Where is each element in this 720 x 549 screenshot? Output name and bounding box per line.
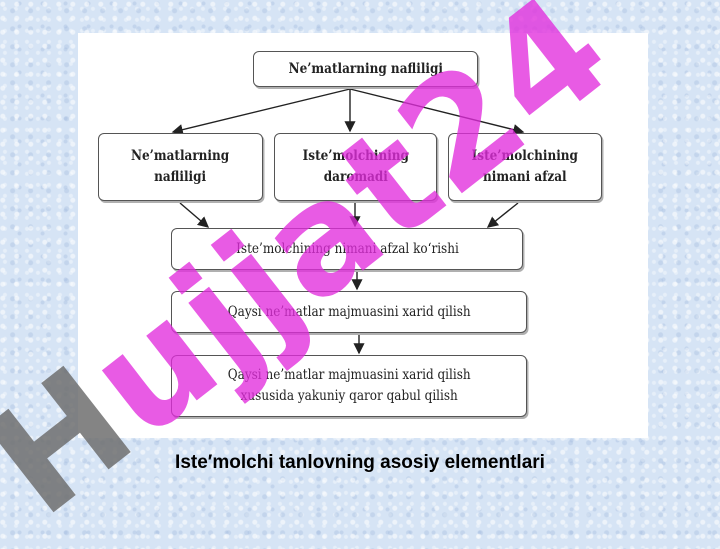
box-final-decision-label: Qaysi ne’matlar majmuasini xarid qilish …: [227, 367, 471, 404]
connector-arrows: [171, 88, 525, 355]
box-top-label: Ne’matlarning nafliligi: [288, 60, 443, 77]
box-left: Ne’matlarning nafliligi: [98, 133, 263, 201]
box-right-label: Iste’molchining nimani afzal: [471, 148, 579, 185]
box-left-label: Ne’matlarning nafliligi: [131, 148, 230, 185]
box-preference-label: Iste’molchining nimani afzal ko‘rishi: [235, 240, 459, 257]
arrow-right-to-box4: [486, 202, 519, 228]
box-preference: Iste’molchining nimani afzal ko‘rishi: [171, 228, 523, 270]
box-top: Ne’matlarning nafliligi: [253, 51, 478, 87]
diagram-panel: Ne’matlarning nafliligi Ne’matlarning na…: [78, 33, 648, 438]
box-right: Iste’molchining nimani afzal: [448, 133, 602, 201]
arrow-left-to-box4: [179, 202, 210, 228]
box-final-decision: Qaysi ne’matlar majmuasini xarid qilish …: [171, 355, 527, 417]
box-purchase: Qaysi ne’matlar majmuasini xarid qilish: [171, 291, 527, 333]
arrow-top-to-right: [349, 88, 525, 136]
box-purchase-label: Qaysi ne’matlar majmuasini xarid qilish: [227, 303, 471, 320]
box-middle-label: Iste’molchining daromadi: [302, 148, 409, 185]
box-middle: Iste’molchining daromadi: [274, 133, 437, 201]
arrow-top-to-left: [171, 88, 351, 136]
slide-caption: Iste′molchi tanlovning asosiy elementlar…: [175, 452, 545, 473]
